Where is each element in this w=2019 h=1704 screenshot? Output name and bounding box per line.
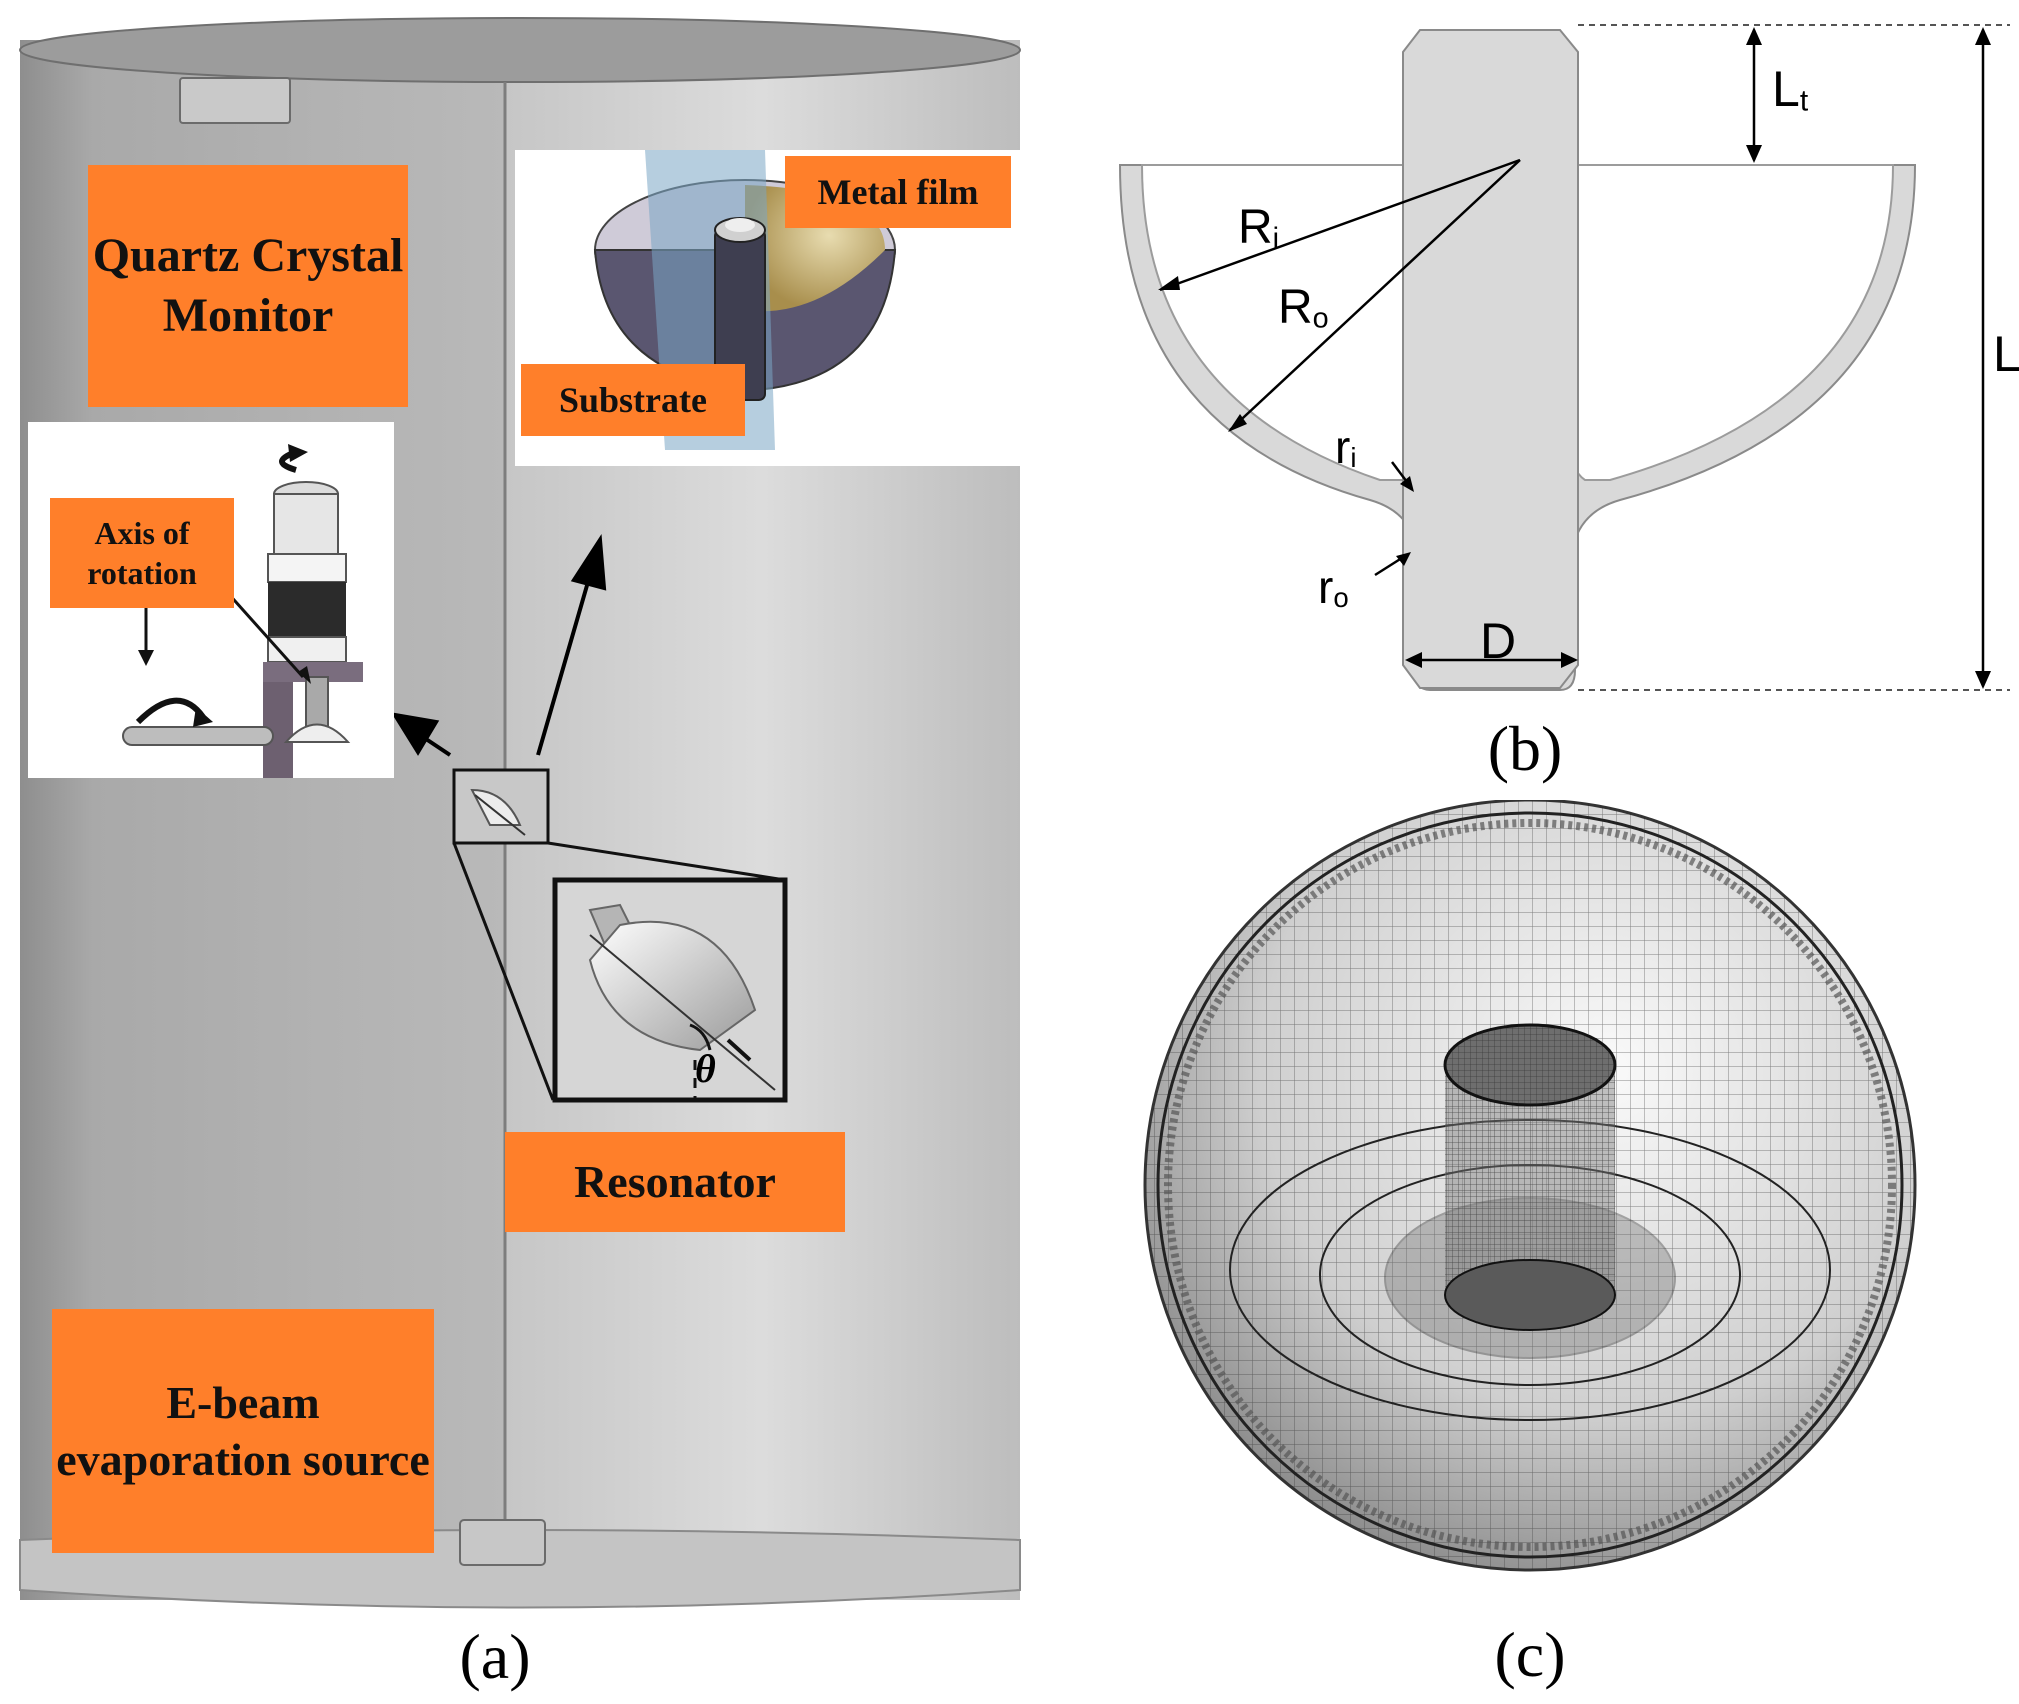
crystal-monitor-block xyxy=(179,77,291,124)
caption-c: (c) xyxy=(1494,1619,1566,1690)
panel-b: Lt Ri Ro ri ro D L (b) xyxy=(1100,0,2019,820)
substrate-label: Substrate xyxy=(521,364,745,436)
metal-film-label: Metal film xyxy=(785,156,1011,228)
substrate-text: Substrate xyxy=(558,379,707,420)
resonator-zoom-dome xyxy=(588,903,776,1100)
chamber-top xyxy=(19,17,1021,83)
theta-symbol: θ xyxy=(695,1046,716,1091)
dim-ro-large: Ro xyxy=(1278,281,1329,335)
caption-a: (a) xyxy=(459,1621,531,1692)
inset-rotation-stage: Axis of rotation xyxy=(28,422,394,778)
axis-of-rotation-label: Axis of rotation xyxy=(50,498,234,608)
arrow-to-inset-motor xyxy=(390,712,452,757)
quartz-crystal-monitor-text: Quartz Crystal Monitor xyxy=(92,229,404,342)
metal-film-text: Metal film xyxy=(817,171,979,212)
dim-ro-small: ro xyxy=(1318,561,1349,614)
cross-section-drawing xyxy=(1118,24,2010,691)
axis-of-rotation-text: Axis of rotation xyxy=(87,515,197,591)
evaporation-pellet xyxy=(459,1519,546,1566)
stem xyxy=(1402,29,1579,689)
dim-d: D xyxy=(1480,613,1517,669)
dim-ri-small: ri xyxy=(1335,421,1357,474)
resonator-small-icon xyxy=(470,788,526,836)
dim-l: L xyxy=(1993,326,2019,382)
caption-b: (b) xyxy=(1487,713,1563,784)
dim-lt: Lt xyxy=(1772,61,1809,118)
dim-ri-large: Ri xyxy=(1238,201,1280,255)
panel-c: (c) xyxy=(1140,800,2000,1704)
mesh-render xyxy=(1143,800,1917,1572)
ebeam-source-label: E-beam evaporation source xyxy=(52,1309,434,1553)
inset-resonator-section: Metal film Substrate xyxy=(515,150,1021,466)
ebeam-source-text: E-beam evaporation source xyxy=(56,1376,430,1486)
resonator-text: Resonator xyxy=(574,1156,776,1208)
arrow-to-inset-metal xyxy=(536,534,607,756)
quartz-crystal-monitor-label: Quartz Crystal Monitor xyxy=(88,165,408,407)
resonator-label: Resonator xyxy=(505,1132,845,1232)
panel-a: Quartz Crystal Monitor E-beam evaporatio… xyxy=(19,17,1021,1692)
